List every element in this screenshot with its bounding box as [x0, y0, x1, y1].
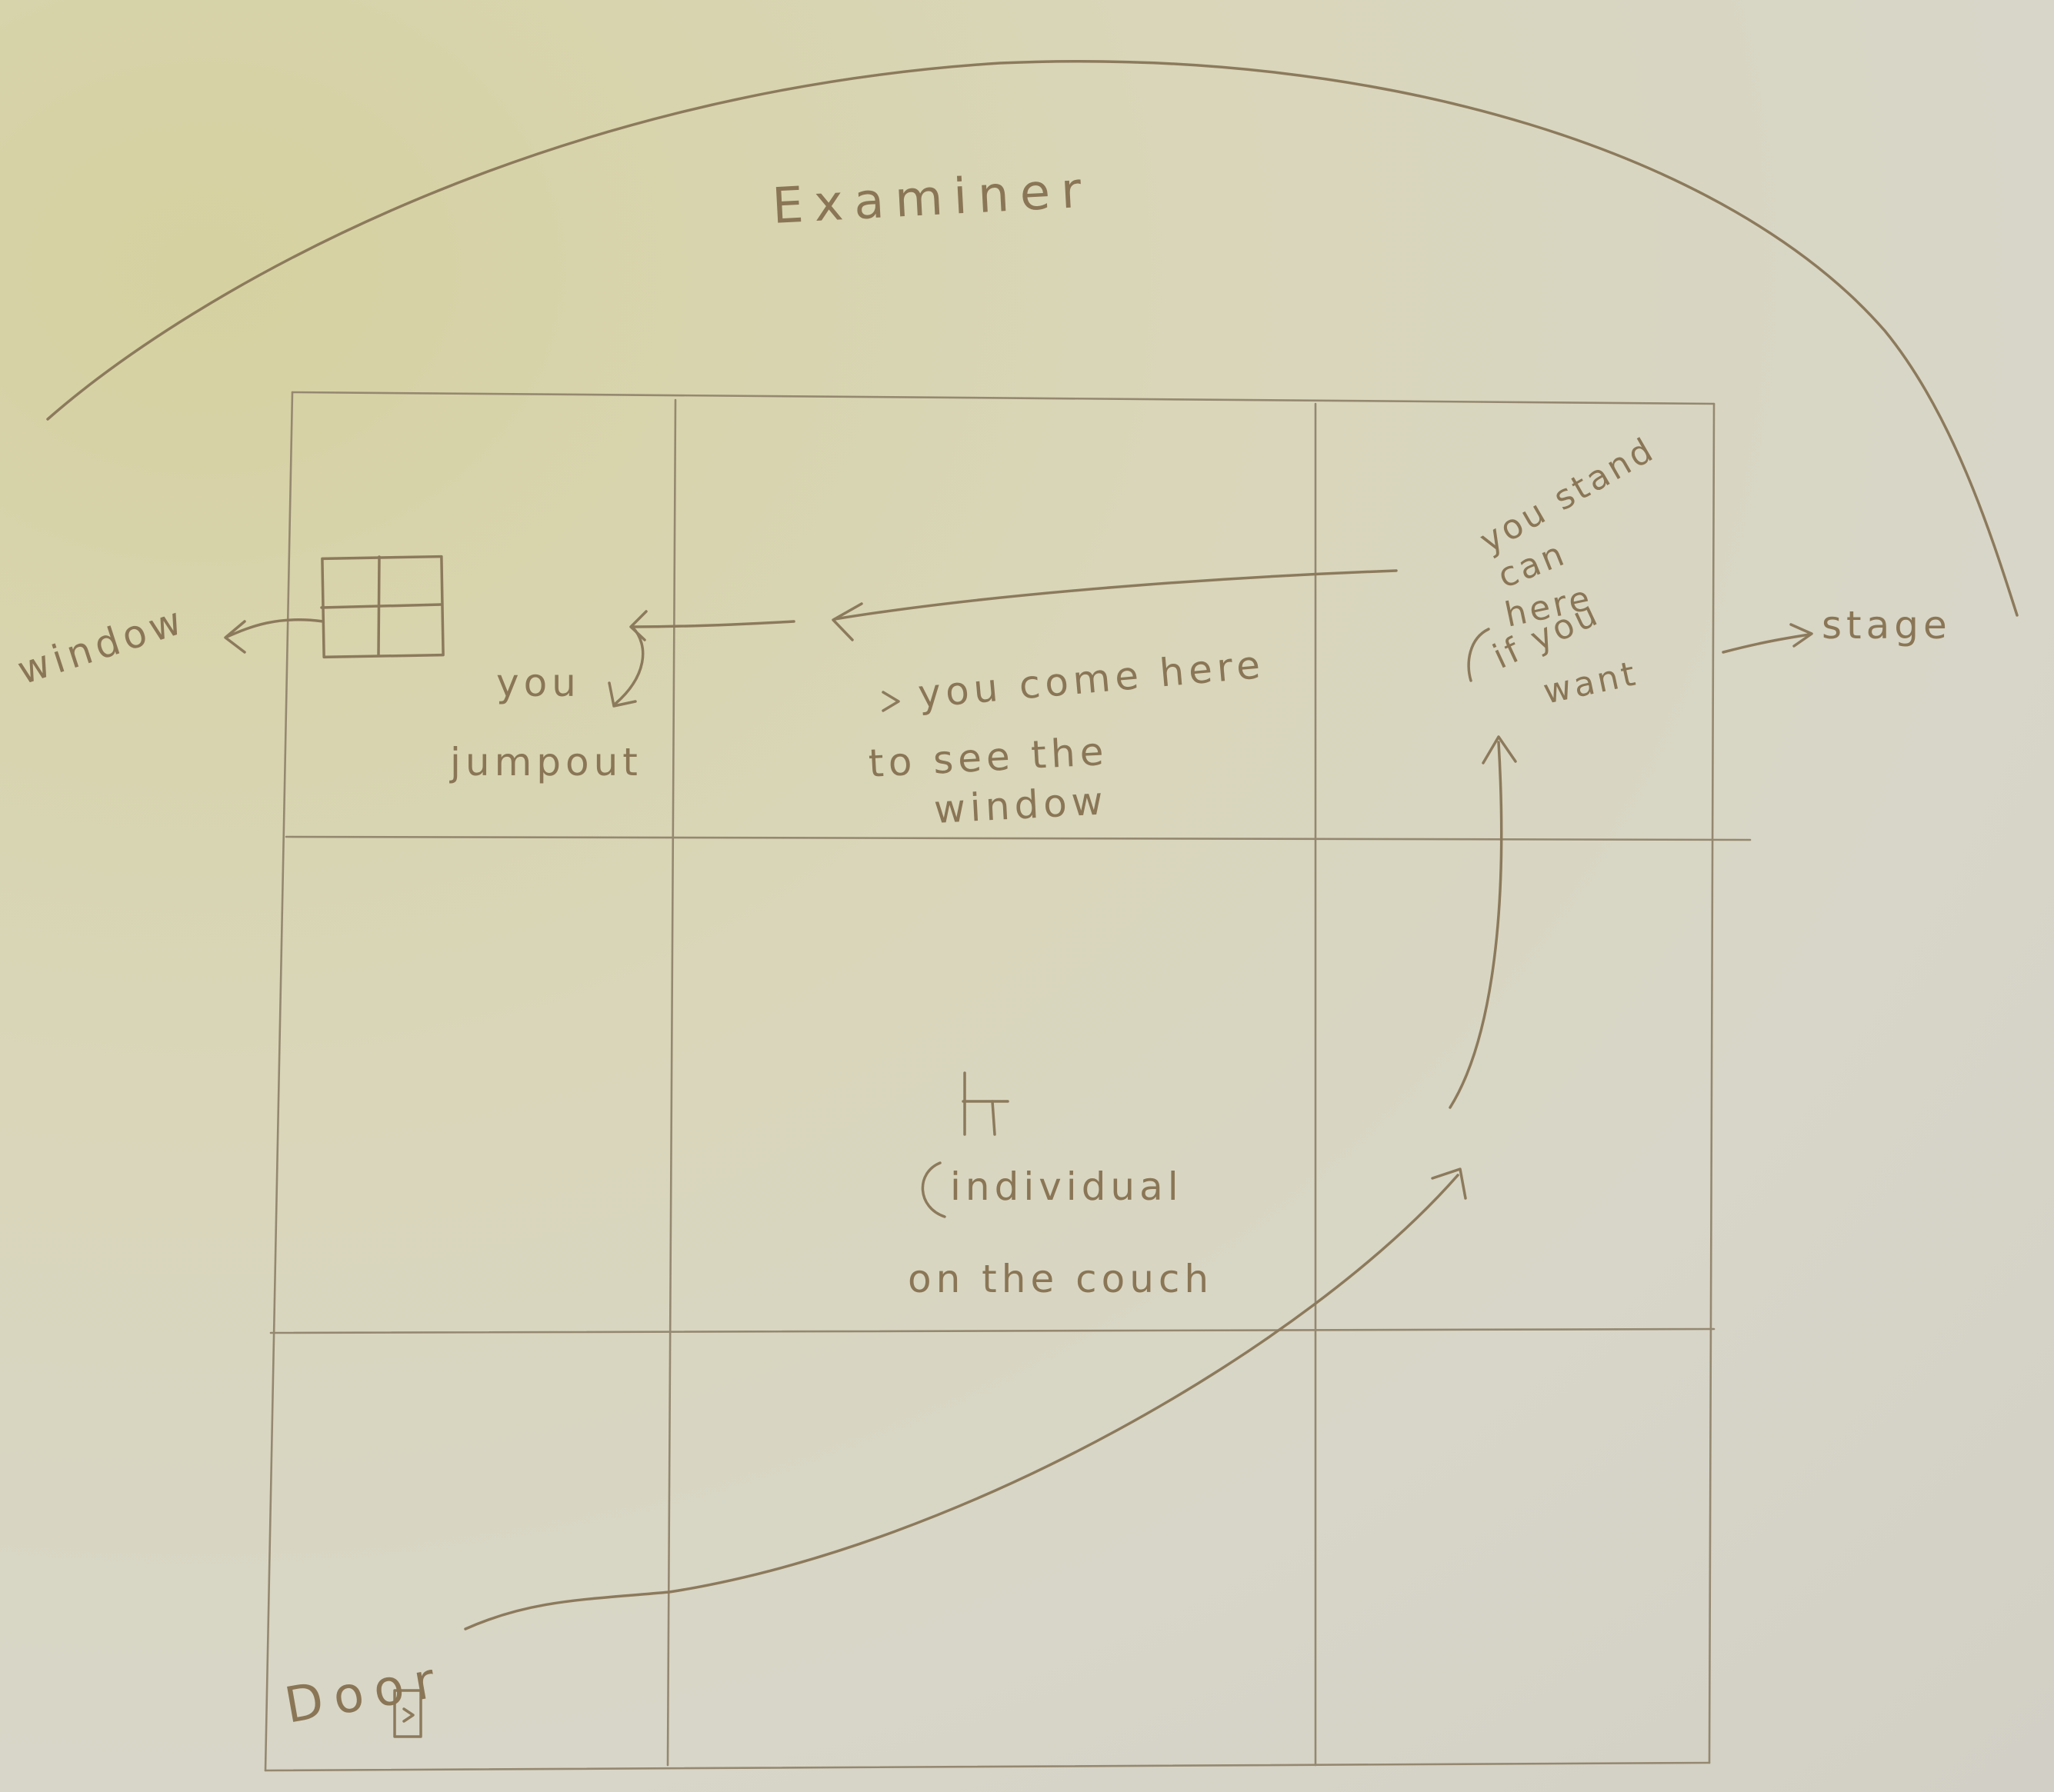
stage-label: stage: [1822, 603, 1952, 648]
door-path-arrowhead: [1431, 1167, 1467, 1200]
grid-line-horizontal-2: [269, 1327, 1716, 1334]
jump-note-line2: jumpout: [449, 740, 642, 784]
examiner-arc: [46, 60, 2019, 617]
window-arrowhead: [224, 620, 246, 654]
room-border-top: [291, 391, 1716, 405]
room-border-left: [264, 391, 294, 1772]
individual-note-line1: individual: [950, 1164, 1183, 1209]
couch-pointer: [921, 1161, 946, 1218]
door-icon: [393, 1689, 422, 1738]
grid-line-horizontal-1: [285, 835, 1752, 841]
window-arrow: [225, 618, 325, 638]
stand-note-line5: want: [1540, 654, 1642, 712]
arrow-jump-down-head: [608, 681, 637, 708]
arrow-to-window-view: [833, 569, 1398, 621]
come-note-marker: [882, 691, 900, 712]
stand-path-arrowhead: [1482, 735, 1517, 764]
jump-note-line1: you: [496, 661, 581, 705]
couch-icon: [962, 1071, 1009, 1136]
room-border-right: [1708, 402, 1716, 1764]
come-note-line2: to see the: [868, 729, 1109, 786]
window-label: window: [12, 598, 192, 694]
stand-note-curl: [1467, 628, 1490, 682]
arrow-to-jump: [631, 620, 795, 628]
door-path-arrow: [464, 1174, 1459, 1630]
stand-note-line1: you stand: [1473, 429, 1662, 561]
individual-note-line2: on the couch: [908, 1257, 1213, 1301]
arrow-jump-down: [614, 625, 645, 705]
room-border-bottom: [264, 1761, 1711, 1772]
window-icon: [320, 555, 445, 659]
arrow-to-window-view-head: [832, 602, 863, 641]
stage-arrow: [1722, 633, 1811, 654]
stand-path-arrow: [1449, 741, 1503, 1109]
door-label: Door: [281, 1650, 450, 1734]
examiner-label: Examiner: [771, 162, 1093, 235]
stage-arrowhead: [1789, 623, 1813, 648]
come-note-line3: window: [933, 778, 1109, 832]
come-note-line1: you come here: [916, 642, 1266, 717]
grid-line-vertical-1: [666, 398, 677, 1767]
